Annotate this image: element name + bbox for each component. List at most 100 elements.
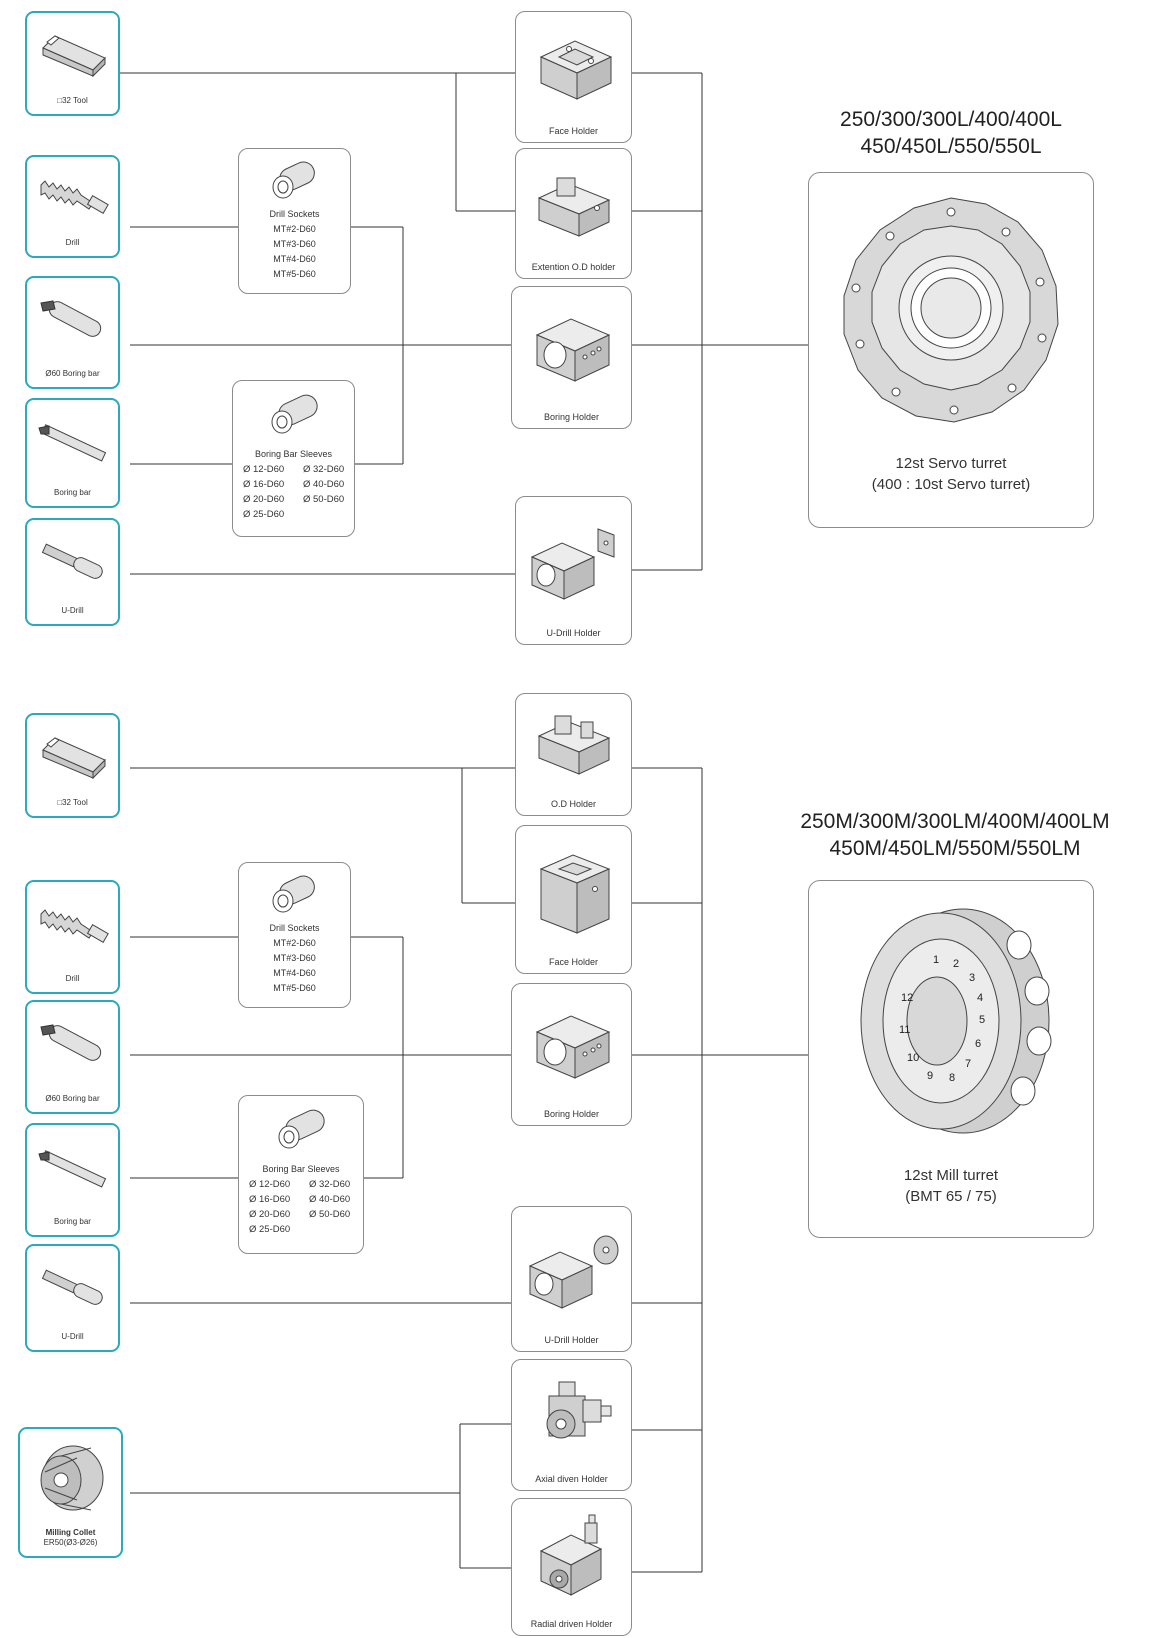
- drill-sockets-box[interactable]: Drill Sockets MT#2-D60 MT#3-D60 MT#4-D60…: [238, 148, 351, 294]
- boring-holder-icon: [512, 984, 631, 1102]
- square-shank-tool-icon: [27, 13, 118, 93]
- svg-text:1: 1: [933, 954, 939, 966]
- radial-driven-holder-icon: [512, 1499, 631, 1613]
- boring-sleeves-title: Boring Bar Sleeves: [262, 1164, 340, 1174]
- drill-bit-icon: [27, 157, 118, 235]
- mill-turret-line1: 12st Mill turret: [903, 1167, 999, 1184]
- holder-label: Radial driven Holder: [530, 1619, 613, 1629]
- holder-u-drill[interactable]: U-Drill Holder: [515, 496, 632, 645]
- boring-holder-icon: [512, 287, 631, 405]
- tool-drill[interactable]: Drill: [25, 155, 120, 258]
- tool-label: U-Drill: [61, 606, 84, 615]
- tool-label: U-Drill: [61, 1332, 84, 1341]
- sleeve-item: Ø 25-D60: [243, 509, 285, 520]
- mill-models-title: 250M/300M/300LM/400M/400LM 450M/450LM/55…: [760, 808, 1150, 862]
- holder-boring[interactable]: Boring Holder: [511, 983, 632, 1126]
- collet-line2: ER50(Ø3-Ø26): [43, 1538, 98, 1547]
- mill-turret-caption: 12st Mill turret (BMT 65 / 75): [809, 1165, 1093, 1207]
- tool-u-drill[interactable]: U-Drill: [25, 1244, 120, 1352]
- axial-driven-holder-icon: [512, 1360, 631, 1470]
- mill-models-line1: 250M/300M/300LM/400M/400LM: [800, 810, 1110, 833]
- tool-boring-bar[interactable]: Boring bar: [25, 1123, 120, 1237]
- holder-label: Boring Holder: [543, 1109, 600, 1119]
- drill-bit-icon: [27, 882, 118, 968]
- boring-sleeves-box[interactable]: Boring Bar Sleeves Ø 12-D60 Ø 32-D60 Ø 1…: [232, 380, 355, 537]
- tool-square-32[interactable]: □32 Tool: [25, 11, 120, 116]
- holder-u-drill[interactable]: U-Drill Holder: [511, 1206, 632, 1352]
- boring-sleeve-icon: [239, 1104, 363, 1156]
- holder-od[interactable]: O.D Holder: [515, 693, 632, 816]
- servo-models-line2: 450/450L/550/550L: [860, 135, 1042, 158]
- extension-od-holder-icon: [516, 149, 631, 259]
- servo-turret-icon: [809, 187, 1093, 437]
- sleeve-item: Ø 20-D60: [249, 1209, 291, 1220]
- svg-text:8: 8: [949, 1072, 955, 1084]
- servo-turret-caption: 12st Servo turret (400 : 10st Servo turr…: [809, 453, 1093, 495]
- holder-radial-driven[interactable]: Radial driven Holder: [511, 1498, 632, 1636]
- face-holder-icon: [516, 12, 631, 122]
- holder-label: U-Drill Holder: [544, 1335, 599, 1345]
- holder-axial-driven[interactable]: Axial diven Holder: [511, 1359, 632, 1491]
- tool-label: Drill: [65, 238, 80, 247]
- svg-text:12: 12: [901, 992, 913, 1004]
- tool-label: □32 Tool: [57, 798, 88, 807]
- holder-boring[interactable]: Boring Holder: [511, 286, 632, 429]
- drill-socket-item: MT#2-D60: [273, 938, 316, 948]
- tool-boring-bar[interactable]: Boring bar: [25, 398, 120, 508]
- svg-text:4: 4: [977, 992, 983, 1004]
- tool-label: □32 Tool: [57, 96, 88, 105]
- drill-socket-item: MT#3-D60: [273, 953, 316, 963]
- holder-extension-od[interactable]: Extention O.D holder: [515, 148, 632, 279]
- drill-socket-item: MT#3-D60: [273, 239, 316, 249]
- svg-text:3: 3: [969, 972, 975, 984]
- u-drill-holder-icon: [512, 1207, 631, 1331]
- tool-square-32[interactable]: □32 Tool: [25, 713, 120, 818]
- mill-turret-line2: (BMT 65 / 75): [905, 1188, 997, 1205]
- svg-text:2: 2: [953, 958, 959, 970]
- holder-label: O.D Holder: [550, 799, 596, 809]
- boring-bar-icon: [27, 400, 118, 484]
- tool-milling-collet[interactable]: Milling Collet ER50(Ø3-Ø26): [18, 1427, 123, 1558]
- tool-u-drill[interactable]: U-Drill: [25, 518, 120, 626]
- drill-socket-item: MT#5-D60: [273, 983, 316, 993]
- servo-models-line1: 250/300/300L/400/400L: [840, 108, 1062, 131]
- boring-sleeves-box[interactable]: Boring Bar Sleeves Ø 12-D60 Ø 32-D60 Ø 1…: [238, 1095, 364, 1254]
- holder-label: Extention O.D holder: [531, 262, 616, 272]
- tool-label: Boring bar: [54, 1217, 91, 1226]
- tool-label: Ø60 Boring bar: [45, 1094, 100, 1103]
- sleeve-item: Ø 40-D60: [309, 1194, 351, 1205]
- sleeve-item: Ø 50-D60: [303, 494, 345, 505]
- svg-text:7: 7: [965, 1058, 971, 1070]
- od-holder-icon: [516, 694, 631, 794]
- tool-label: Ø60 Boring bar: [45, 369, 100, 378]
- holder-face[interactable]: Face Holder: [515, 825, 632, 974]
- holder-label: U-Drill Holder: [546, 628, 601, 638]
- holder-label: Face Holder: [548, 957, 599, 967]
- tool-boring-bar-60[interactable]: Ø60 Boring bar: [25, 276, 120, 389]
- drill-socket-icon: [239, 871, 350, 919]
- holder-face[interactable]: Face Holder: [515, 11, 632, 143]
- drill-socket-item: MT#5-D60: [273, 269, 316, 279]
- u-drill-icon: [27, 1246, 118, 1328]
- u-drill-icon: [27, 520, 118, 602]
- sleeve-item: Ø 20-D60: [243, 494, 285, 505]
- tool-drill[interactable]: Drill: [25, 880, 120, 994]
- drill-sockets-title: Drill Sockets: [269, 923, 320, 933]
- drill-socket-icon: [239, 157, 350, 205]
- svg-text:10: 10: [907, 1052, 919, 1064]
- sleeve-item: Ø 32-D60: [303, 464, 345, 475]
- square-shank-tool-icon: [27, 715, 118, 795]
- svg-text:11: 11: [899, 1024, 910, 1036]
- svg-text:9: 9: [927, 1070, 933, 1082]
- servo-turret-box[interactable]: 12st Servo turret (400 : 10st Servo turr…: [808, 172, 1094, 528]
- sleeve-item: Ø 16-D60: [243, 479, 285, 490]
- sleeve-item: Ø 50-D60: [309, 1209, 351, 1220]
- tool-boring-bar-60[interactable]: Ø60 Boring bar: [25, 1000, 120, 1114]
- collet-line1: Milling Collet: [45, 1528, 96, 1537]
- holder-label: Face Holder: [548, 126, 599, 136]
- round-boring-bar-icon: [27, 1002, 118, 1088]
- svg-text:5: 5: [979, 1014, 985, 1026]
- drill-sockets-box[interactable]: Drill Sockets MT#2-D60 MT#3-D60 MT#4-D60…: [238, 862, 351, 1008]
